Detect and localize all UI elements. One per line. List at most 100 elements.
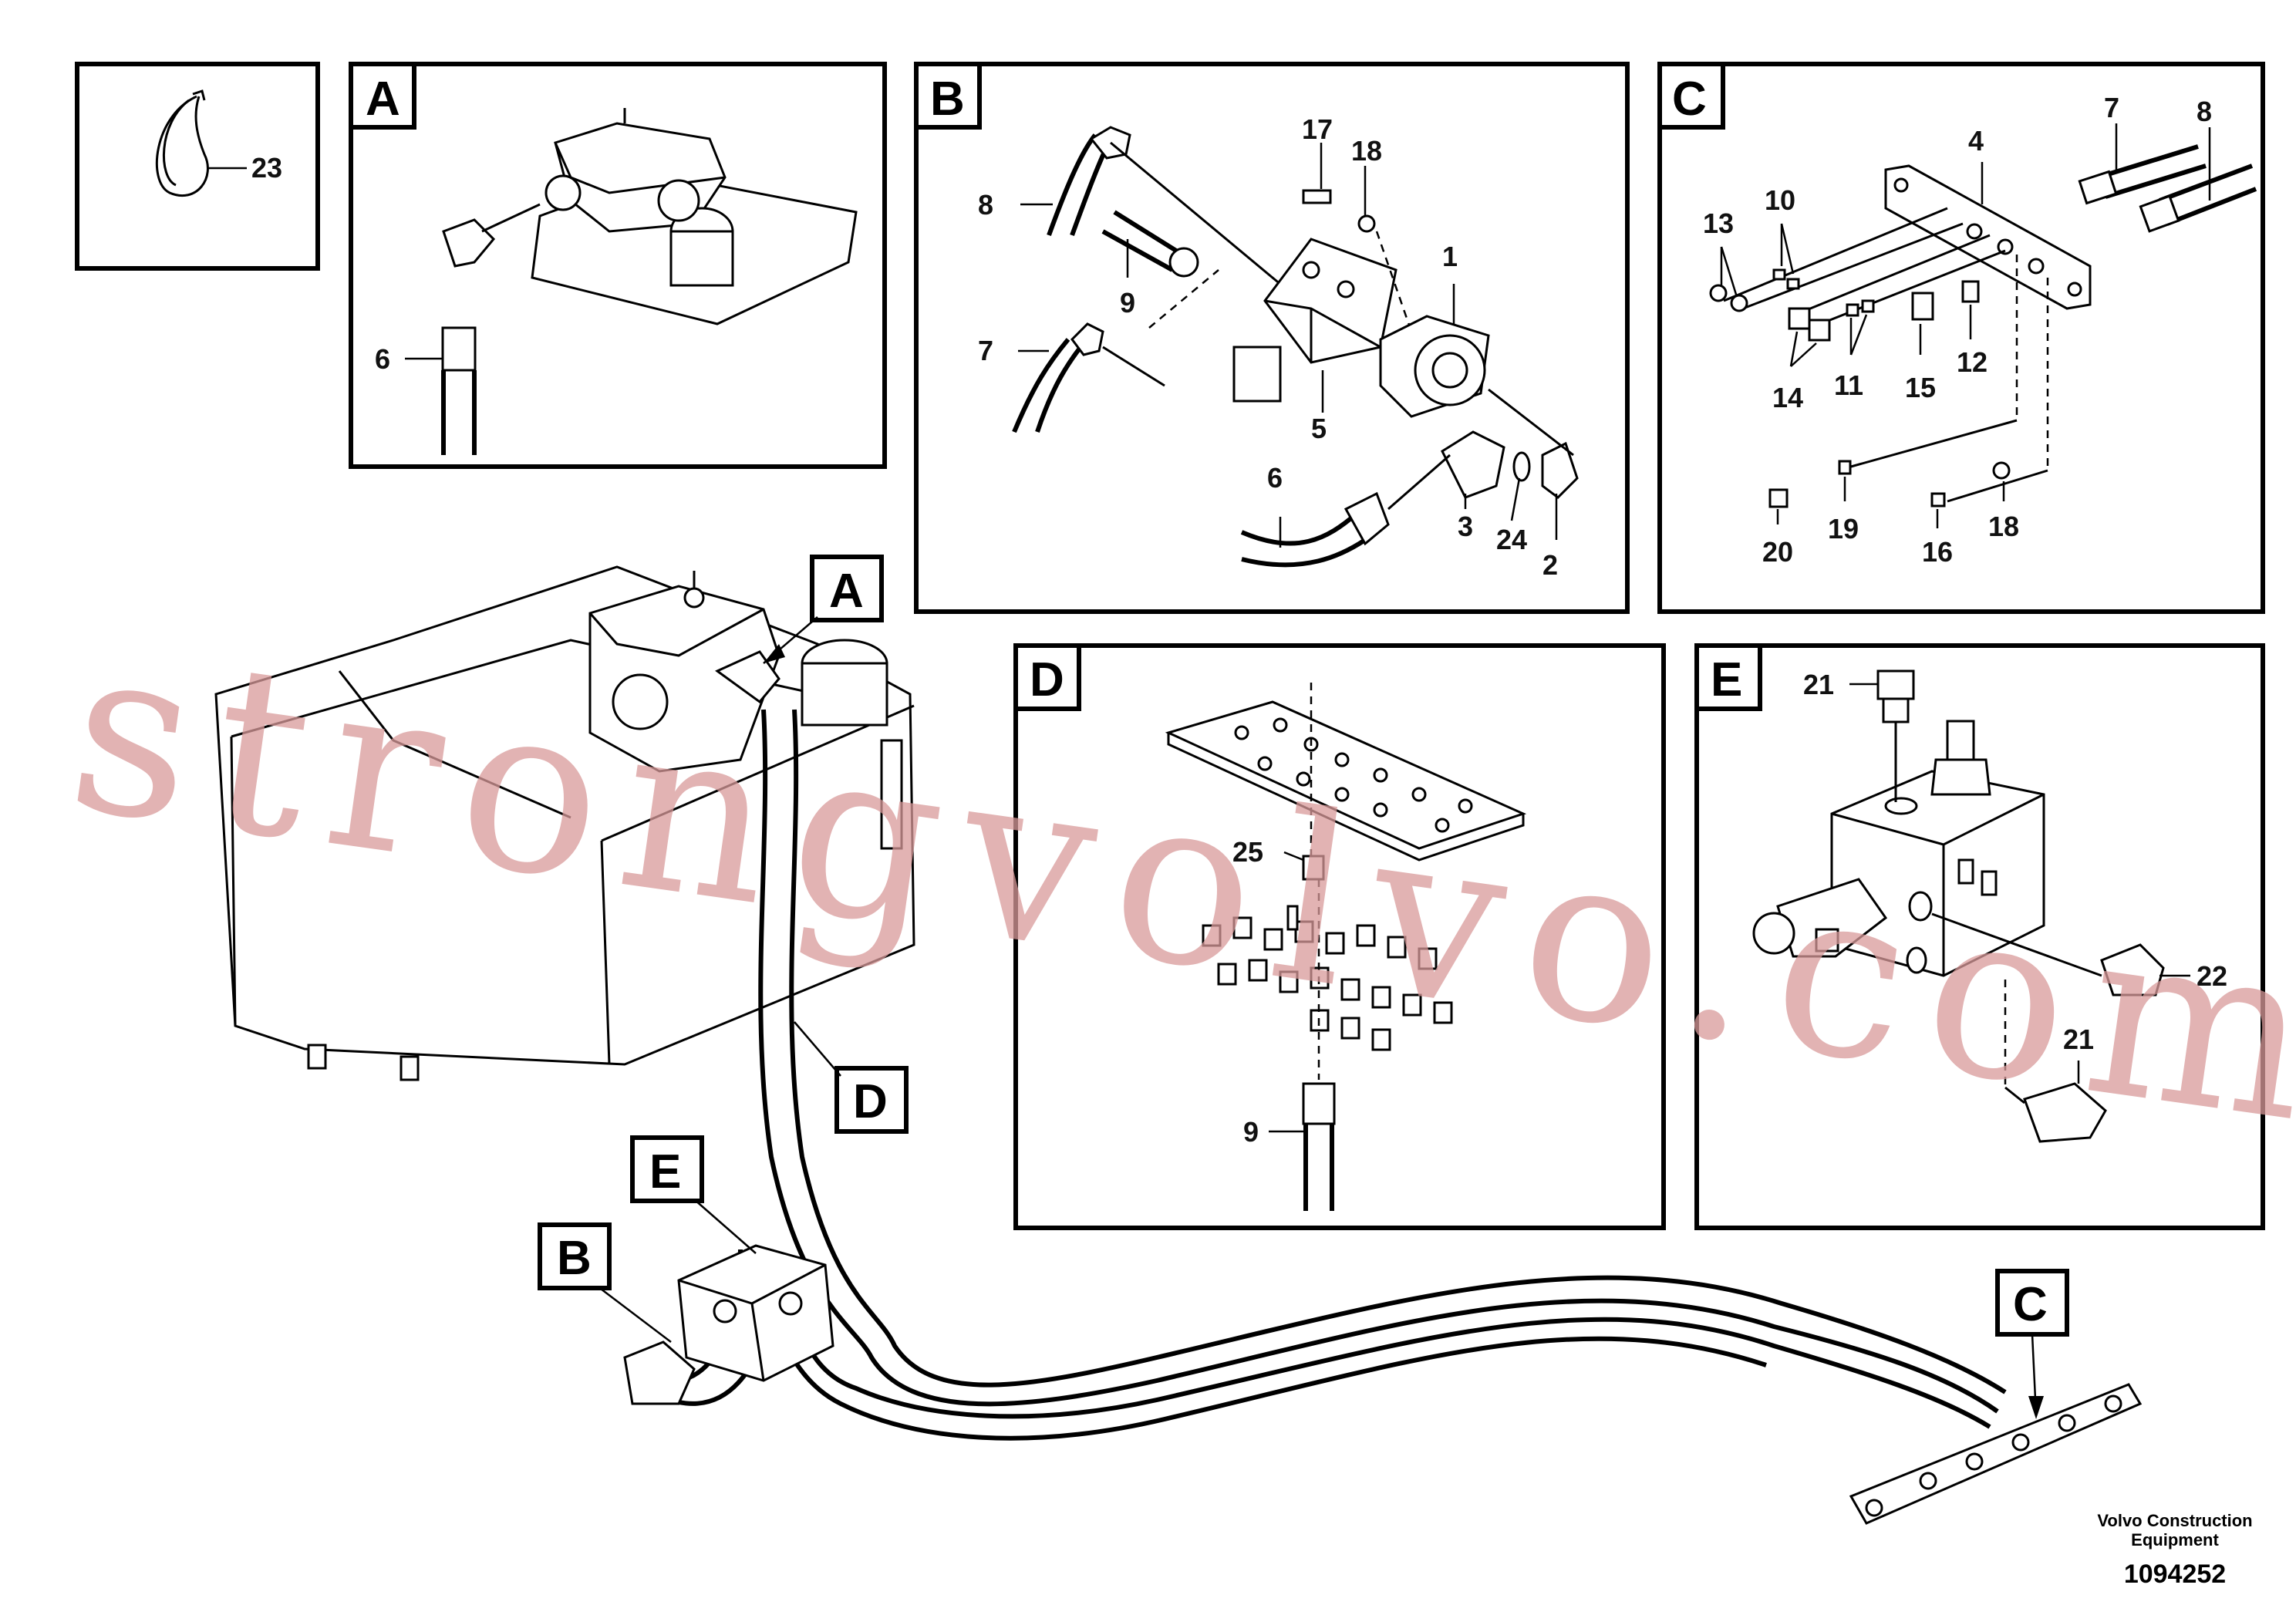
callout-13: 13	[1703, 207, 1734, 239]
main-tag-c: C	[2013, 1278, 2048, 1331]
callout-18: 18	[1351, 135, 1382, 167]
panel-tag-box	[1013, 643, 1081, 711]
main-tag-e: E	[649, 1145, 681, 1199]
arrow-c	[2028, 1396, 2044, 1419]
hoses-7-8	[2078, 144, 2257, 233]
fitting-25	[1302, 855, 1325, 881]
callout-8: 8	[2197, 96, 2212, 127]
pump-assembly	[531, 108, 858, 325]
callout-8: 8	[978, 189, 993, 221]
fitting-21-top	[1876, 669, 1915, 723]
callout-5: 5	[1311, 413, 1327, 444]
leader-main-d	[794, 1021, 841, 1077]
callout-2: 2	[1542, 549, 1558, 581]
callout-20: 20	[1762, 536, 1793, 568]
hose-7	[1012, 338, 1070, 433]
screw-16	[1930, 492, 1946, 508]
callout-19: 19	[1828, 513, 1859, 545]
callout-9: 9	[1120, 287, 1135, 319]
main-tag-box-d	[834, 1066, 909, 1134]
brand-line-2: Equipment	[2131, 1530, 2219, 1549]
leader-main-b	[597, 1286, 672, 1343]
manifold-plate	[1165, 700, 1527, 862]
callout-22: 22	[2197, 960, 2227, 992]
brand-line-1: Volvo Construction	[2097, 1511, 2252, 1530]
main-tag-box-a	[810, 555, 884, 622]
callout-25: 25	[1232, 836, 1263, 868]
assembly-line	[1947, 469, 2048, 503]
panel-cable-tie: 23	[75, 62, 320, 271]
panel-tag-d: D	[1030, 653, 1064, 706]
callout-7: 7	[2104, 92, 2119, 123]
hose-9	[1302, 1082, 1336, 1211]
panel-tag-box	[1694, 643, 1762, 711]
solenoid	[1752, 878, 1888, 958]
callout-10: 10	[1765, 184, 1795, 216]
panel-tag-box	[349, 62, 416, 130]
callout-23: 23	[251, 152, 282, 184]
hose-7-b	[1035, 342, 1086, 433]
assembly-line	[1102, 346, 1165, 387]
flange-2	[1541, 441, 1579, 499]
callout-14: 14	[1772, 382, 1803, 413]
main-tag-a: A	[829, 565, 864, 618]
callout-6: 6	[1267, 462, 1283, 494]
dashed-line	[1375, 231, 1413, 332]
elbow-fitting	[442, 203, 541, 268]
nut-20	[1768, 488, 1789, 508]
main-bracket-c	[1849, 1383, 2143, 1525]
tank-pump	[588, 571, 888, 773]
callout-7: 7	[978, 335, 993, 366]
hose-9	[1113, 210, 1178, 253]
watermark: strongvolvo.com	[56, 593, 2296, 1177]
leader-10b	[1780, 223, 1795, 275]
callout-3: 3	[1458, 511, 1473, 542]
panel-tag-c: C	[1672, 73, 1707, 126]
panel-frame	[914, 62, 1630, 614]
arrow-a	[764, 644, 785, 663]
assembly-line	[2004, 1086, 2025, 1104]
panel-tag-b: B	[930, 73, 965, 126]
valve-block	[1830, 770, 2045, 977]
callout-4: 4	[1968, 125, 1984, 157]
callout-11: 11	[1834, 369, 1863, 401]
fitting-7	[1070, 322, 1104, 356]
callout-18: 18	[1988, 511, 2019, 542]
callout-12: 12	[1957, 346, 1988, 378]
small-fittings	[1709, 207, 2006, 342]
washer-18	[1992, 461, 2011, 480]
main-tag-box-e	[630, 1135, 704, 1203]
panel-b: B	[914, 62, 1630, 614]
panel-tag-box	[914, 62, 982, 130]
panel-frame	[1657, 62, 2265, 614]
relief-valve	[1930, 720, 1991, 796]
cable-tie-part	[155, 89, 209, 197]
assembly-line	[1387, 454, 1451, 511]
callout-16: 16	[1922, 536, 1953, 568]
fitting-21-bottom	[2023, 1082, 2107, 1143]
leader-main-e	[693, 1199, 757, 1254]
hose-9-b	[1101, 229, 1174, 272]
leader-14	[1789, 331, 1799, 367]
footer: Volvo Construction Equipment 1094252	[2097, 1511, 2252, 1589]
panel-c: C	[1657, 62, 2265, 614]
document-number: 1094252	[2124, 1560, 2226, 1589]
elbow-22	[2100, 943, 2165, 996]
main-assembly: A D E B C	[214, 555, 2143, 1525]
panel-a: A 6	[349, 62, 887, 469]
callout-21: 21	[1803, 669, 1834, 700]
leader-25	[1283, 851, 1304, 862]
panel-d: D	[1013, 643, 1666, 1230]
fitting-9	[1168, 247, 1199, 278]
assembly-line	[1931, 912, 2102, 977]
washer-18	[1357, 214, 1376, 233]
panel-tag-box	[1657, 62, 1725, 130]
assembly-line	[1110, 141, 1296, 298]
dashed-line	[1148, 269, 1219, 329]
fitting-6	[1344, 491, 1390, 546]
valve-block-5	[1232, 238, 1397, 403]
leader-13b	[1720, 246, 1738, 298]
callout-6: 6	[375, 343, 390, 375]
callout-15: 15	[1905, 372, 1936, 403]
assembly-line	[1488, 388, 1574, 457]
